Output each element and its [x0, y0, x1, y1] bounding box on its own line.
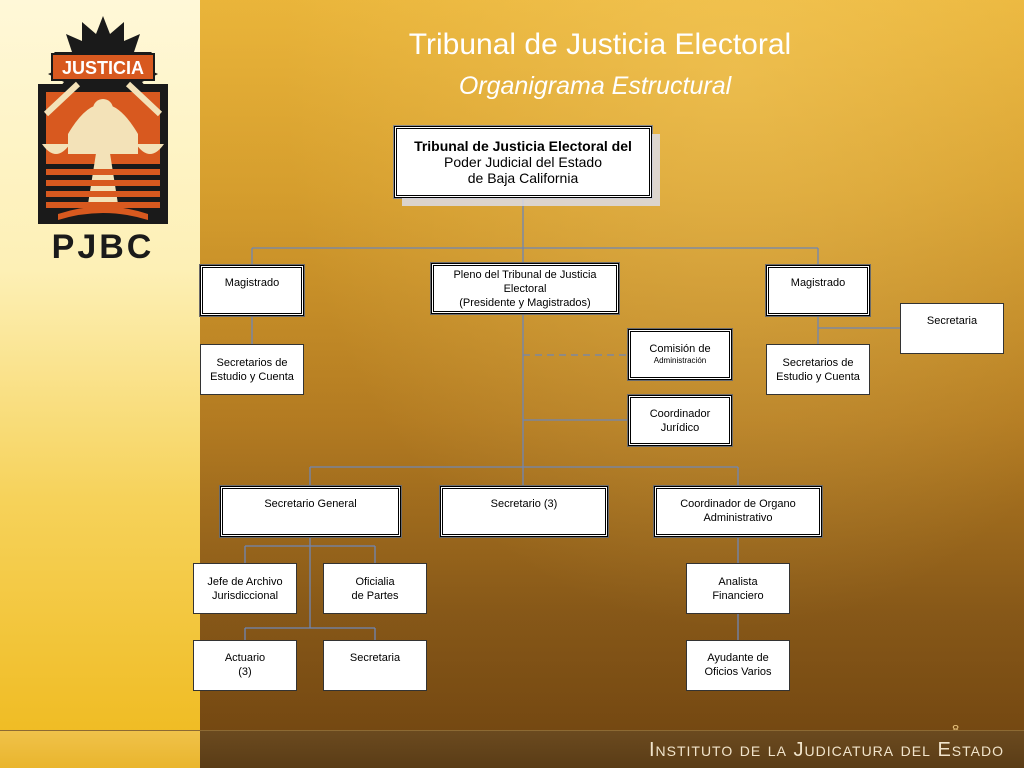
- secretario-3-box: Secretario (3): [440, 486, 608, 537]
- footer-bar: Instituto de la Judicatura del Estado: [0, 730, 1024, 768]
- tribunal-line2: Poder Judicial del Estado: [444, 154, 602, 170]
- pjbc-logo: JUSTICIA PJBC: [38, 16, 168, 262]
- secretario-3-label: Secretario (3): [490, 498, 558, 510]
- actuario-line2: (3): [238, 666, 252, 678]
- logo-banner-text: JUSTICIA: [62, 58, 144, 78]
- secretarios-right-line2: Estudio y Cuenta: [776, 370, 860, 383]
- slide-title: Tribunal de Justicia Electoral: [408, 28, 792, 61]
- secretarios-left-line2: Estudio y Cuenta: [210, 370, 294, 383]
- secretarios-left-line1: Secretarios de: [216, 356, 288, 369]
- ayudante-box: Ayudante de Oficios Varios: [686, 640, 790, 691]
- magistrado-left-box: Magistrado: [200, 265, 304, 316]
- magistrado-right-label: Magistrado: [790, 277, 846, 289]
- jefe-archivo-line2: Jurisdiccional: [211, 589, 279, 602]
- pleno-line3: (Presidente y Magistrados): [459, 297, 591, 309]
- logo-letters: PJBC: [52, 228, 155, 262]
- secretario-general-box: Secretario General: [220, 486, 401, 537]
- analista-line1: Analista: [718, 575, 758, 588]
- actuario-line1: Actuario: [224, 652, 266, 664]
- coordinador-juridico-box: Coordinador Jurídico: [628, 395, 732, 446]
- secretario-general-label: Secretario General: [264, 498, 357, 510]
- comision-box: Comisión de Administración: [628, 329, 732, 380]
- footer-text: Instituto de la Judicatura del Estado: [648, 739, 1004, 761]
- comision-line1: Comisión de: [649, 343, 711, 355]
- jefe-archivo-box: Jefe de Archivo Jurisdiccional: [193, 563, 297, 614]
- oficialia-line1: Oficialia: [355, 575, 395, 588]
- pleno-line1: Pleno del Tribunal de Justicia: [453, 269, 597, 281]
- magistrado-right-box: Magistrado: [766, 265, 870, 316]
- oficialia-line2: de Partes: [351, 589, 399, 602]
- secretaria-bottom-label: Secretaria: [349, 652, 401, 664]
- secretarios-right-box: Secretarios de Estudio y Cuenta: [766, 344, 870, 395]
- slide-subtitle: Organigrama Estructural: [458, 72, 732, 100]
- secretarios-right-line1: Secretarios de: [782, 356, 854, 369]
- tribunal-line3: de Baja California: [467, 170, 579, 186]
- coordinador-organo-line1: Coordinador de Organo: [680, 498, 796, 510]
- ayudante-line1: Ayudante de: [707, 652, 769, 664]
- coordinador-organo-box: Coordinador de Organo Administrativo: [654, 486, 822, 537]
- magistrado-left-label: Magistrado: [224, 277, 280, 289]
- secretaria-bottom-box: Secretaria: [323, 640, 427, 691]
- pleno-line2: Electoral: [503, 283, 547, 295]
- coordinador-juridico-line2: Jurídico: [660, 421, 700, 434]
- secretaria-right-label: Secretaria: [926, 315, 978, 327]
- footer-left-band: [0, 731, 200, 768]
- secretaria-right-box: Secretaria: [900, 303, 1004, 354]
- analista-box: Analista Financiero: [686, 563, 790, 614]
- jefe-archivo-line1: Jefe de Archivo: [207, 575, 283, 588]
- secretarios-left-box: Secretarios de Estudio y Cuenta: [200, 344, 304, 395]
- actuario-box: Actuario (3): [193, 640, 297, 691]
- analista-line2: Financiero: [712, 589, 764, 602]
- coordinador-organo-line2: Administrativo: [703, 512, 773, 524]
- pleno-box: Pleno del Tribunal de Justicia Electoral…: [431, 263, 619, 314]
- page-number: 8: [952, 722, 959, 737]
- ayudante-line2: Oficios Varios: [704, 666, 772, 678]
- tribunal-line1: Tribunal de Justicia Electoral del: [414, 138, 632, 154]
- tribunal-box: Tribunal de Justicia Electoral del Poder…: [394, 126, 652, 198]
- comision-line2: Administración: [653, 356, 707, 365]
- coordinador-juridico-line1: Coordinador: [649, 407, 711, 420]
- oficialia-box: Oficialia de Partes: [323, 563, 427, 614]
